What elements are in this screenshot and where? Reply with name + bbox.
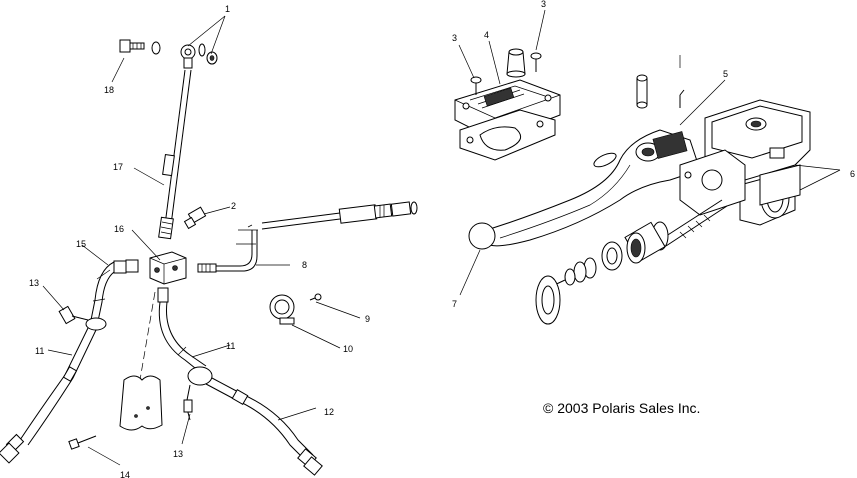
part-13-hose-clip-lower xyxy=(183,384,193,421)
callout-11-left: 11 xyxy=(35,346,44,356)
callout-leaders xyxy=(42,9,841,466)
part-13-hose-clip xyxy=(58,305,107,331)
part-10-hose-clamp xyxy=(269,294,295,325)
callout-4: 4 xyxy=(484,30,489,40)
callout-8: 8 xyxy=(302,260,307,270)
part-3-cover-screw-right xyxy=(530,52,542,72)
part-18-banjo-bolt xyxy=(119,39,145,53)
part-9-screw xyxy=(309,293,322,301)
part-17-brake-hose xyxy=(158,69,192,240)
assembly-guide-line xyxy=(139,291,156,381)
callout-1: 1 xyxy=(225,4,230,14)
dust-boot xyxy=(564,257,597,286)
callout-18: 18 xyxy=(104,85,114,95)
callout-13-left: 13 xyxy=(29,278,39,288)
callout-3-left: 3 xyxy=(452,33,457,43)
callout-11-right: 11 xyxy=(226,341,235,351)
copyright-notice: © 2003 Polaris Sales Inc. xyxy=(543,400,700,416)
washer-nut xyxy=(206,51,218,65)
callout-17: 17 xyxy=(113,162,123,172)
callout-13-lower: 13 xyxy=(173,449,183,459)
part-3-cover-screw-left xyxy=(470,76,482,95)
callout-5: 5 xyxy=(723,69,728,79)
part-2-bleeder-valve xyxy=(183,206,207,230)
callout-15: 15 xyxy=(76,239,86,249)
part-7-brake-lever xyxy=(468,129,701,250)
washer-small xyxy=(198,43,206,57)
callout-6: 6 xyxy=(850,169,855,179)
callout-9: 9 xyxy=(365,314,370,324)
boot-seal xyxy=(601,241,623,271)
part-8-brake-line xyxy=(197,201,418,273)
gasket-plate xyxy=(119,375,163,431)
callout-7: 7 xyxy=(452,299,457,309)
hose-sleeve xyxy=(162,153,175,177)
pivot-pin xyxy=(636,74,648,109)
crush-washer xyxy=(151,41,161,55)
callout-3-right: 3 xyxy=(541,0,546,9)
banjo-fitting-upper xyxy=(180,44,196,69)
reservoir-diaphragm xyxy=(459,109,556,161)
callout-16: 16 xyxy=(114,224,124,234)
push-rod xyxy=(535,275,566,325)
spring-clip xyxy=(679,89,685,108)
callout-12: 12 xyxy=(324,407,334,417)
part-12-brake-hose xyxy=(187,366,323,476)
part-15-brake-hose xyxy=(89,259,139,327)
piston-spring-assembly xyxy=(624,199,728,264)
callout-10: 10 xyxy=(343,344,353,354)
reservoir-cap xyxy=(506,48,526,78)
part-6-handlebar-clamp xyxy=(679,149,801,216)
part-14-screw xyxy=(68,435,97,450)
part-11-brake-hose-right xyxy=(157,287,207,373)
callout-14: 14 xyxy=(120,470,130,478)
callout-2: 2 xyxy=(231,201,236,211)
part-11-brake-hose-left xyxy=(0,327,97,464)
part-16-junction-block xyxy=(149,251,187,285)
